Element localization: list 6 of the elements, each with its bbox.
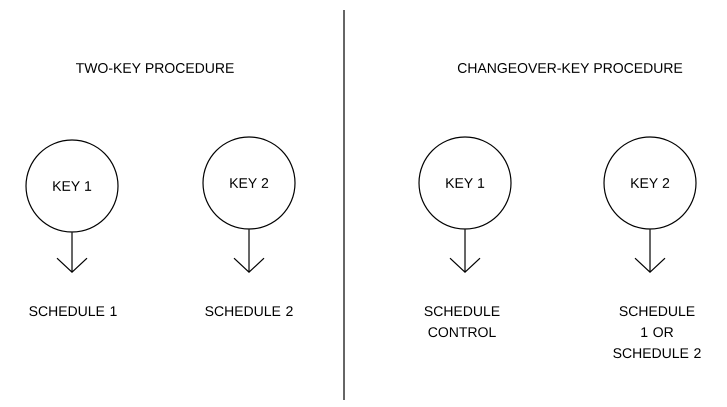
heading: CHANGEOVER-KEY PROCEDURE [458,63,682,73]
schedule-text: SCHEDULE 1 OR SCHEDULE 2 [613,306,701,358]
heading: TWO-KEY PROCEDURE [76,63,234,73]
schedule-text: SCHEDULE CONTROL [424,306,500,338]
schedule-text: SCHEDULE 1 [29,306,117,316]
schedule-text: SCHEDULE 2 [205,306,293,316]
